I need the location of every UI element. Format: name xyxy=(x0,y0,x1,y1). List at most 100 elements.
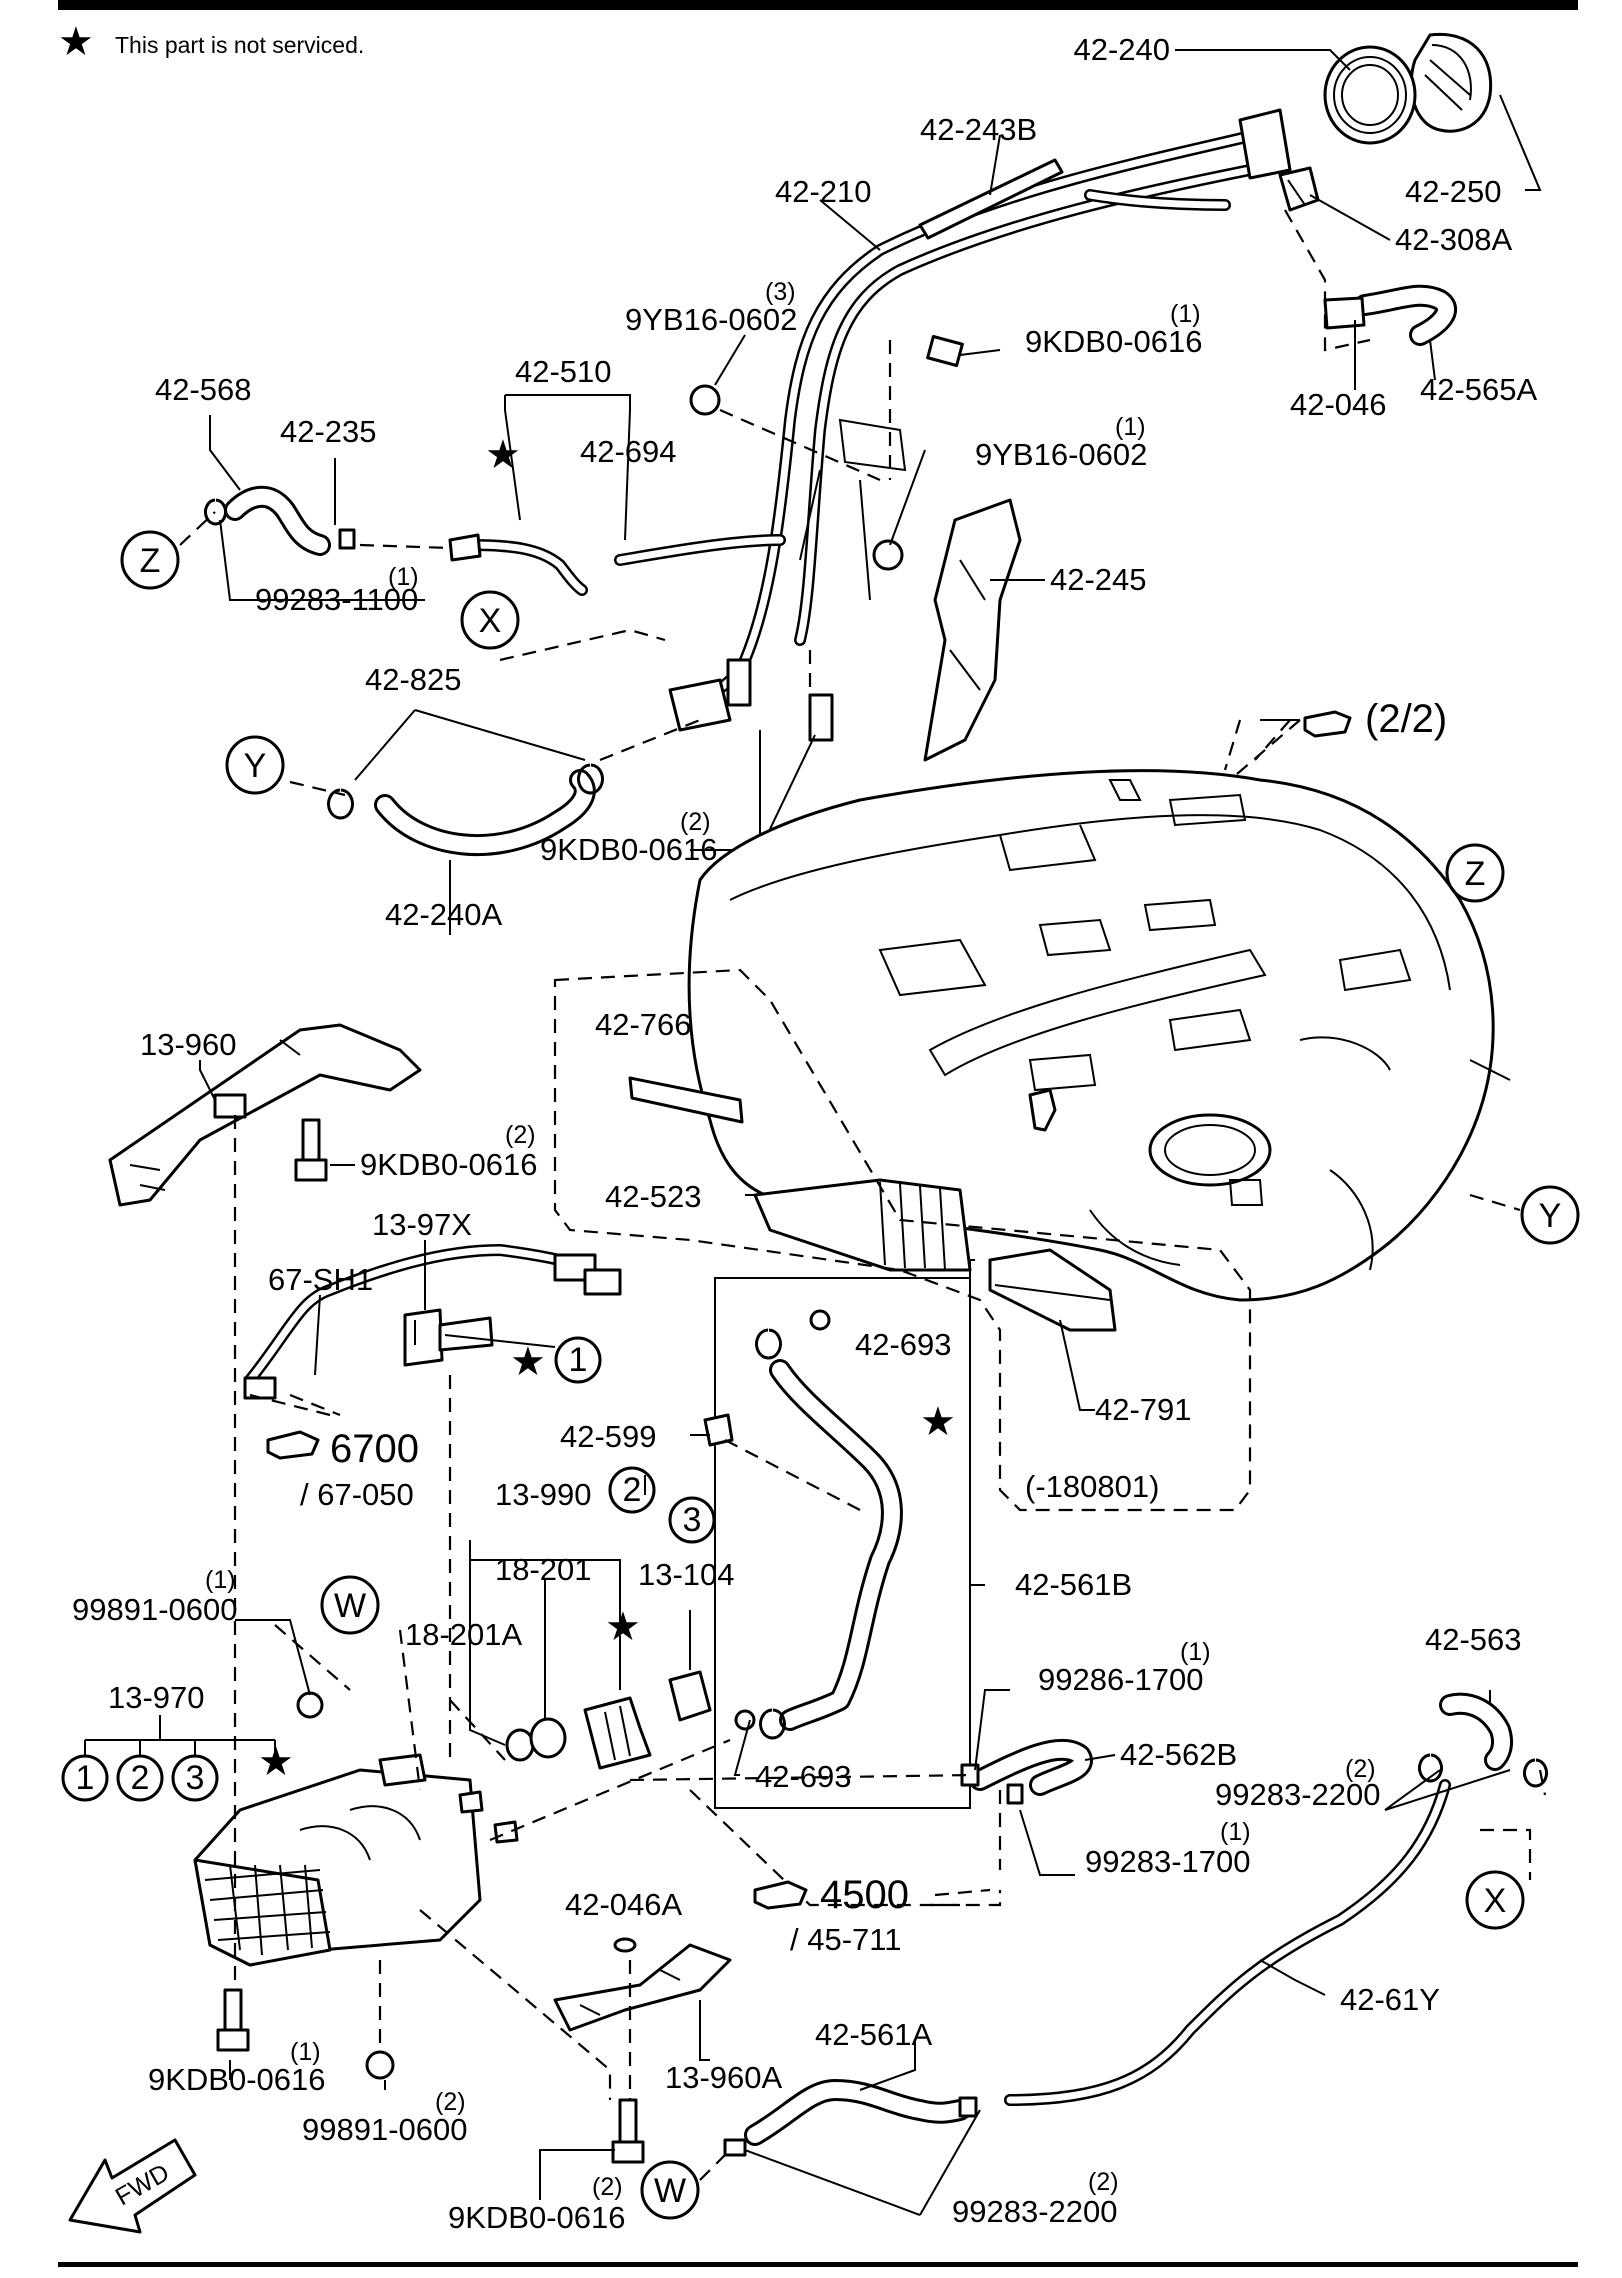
label-42-693-top: 42-693 xyxy=(855,1327,952,1362)
hose-42-561A xyxy=(723,2079,978,2157)
svg-text:Z: Z xyxy=(1465,855,1486,893)
top-border xyxy=(58,0,1578,10)
label-date-code: (-180801) xyxy=(1025,1469,1159,1504)
qty-9YB16-0602-mid: (1) xyxy=(1115,413,1146,441)
bracket-bolt xyxy=(294,1118,328,1182)
label-9KDB0-0616-mid: 9KDB0-0616 xyxy=(540,832,718,867)
star-42-510: ★ xyxy=(485,433,521,477)
tank-variant-boundary xyxy=(553,968,1252,1512)
label-42-693-bot: 42-693 xyxy=(755,1759,852,1794)
fuel-hose-42-240A xyxy=(327,763,604,856)
not-serviced-star: ★ xyxy=(58,20,94,64)
label-42-563: 42-563 xyxy=(1425,1622,1522,1657)
label-42-568: 42-568 xyxy=(155,372,252,407)
qty-99283-1100: (1) xyxy=(388,563,419,591)
label-ref-6700: 6700 xyxy=(330,1427,419,1471)
insulator-42-766 xyxy=(628,1076,744,1124)
label-ref-4500: 4500 xyxy=(820,1873,909,1917)
qty-9KDB0-0616-brk: (2) xyxy=(505,1121,536,1149)
bracket-13-960A xyxy=(553,1937,732,2032)
bracket-13-960 xyxy=(108,1023,422,1207)
qty-99891-0600-bot: (2) xyxy=(435,2088,466,2116)
callout-3-canister: 3 xyxy=(171,1754,219,1802)
qty-9KDB0-0616-top: (1) xyxy=(1170,300,1201,328)
label-42-565A: 42-565A xyxy=(1420,372,1538,407)
label-9KDB0-0616-brk: 9KDB0-0616 xyxy=(360,1147,538,1182)
guides-lower xyxy=(233,1115,1547,2100)
star-42-561B: ★ xyxy=(920,1400,956,1444)
qty-9KDB0-0616-bl: (1) xyxy=(290,2038,321,2066)
label-42-766: 42-766 xyxy=(595,1007,692,1042)
callouts: Z X Y Z Y 1 2 3 W 1 2 3 X W xyxy=(61,530,1580,2220)
label-42-562B: 42-562B xyxy=(1120,1737,1237,1772)
hose-42-568 xyxy=(204,485,356,556)
label-ref-45-711: / 45-711 xyxy=(790,1922,901,1957)
label-42-240A: 42-240A xyxy=(385,897,503,932)
connector-42-599 xyxy=(703,1413,734,1447)
qty-99283-2200-r: (2) xyxy=(1345,1755,1376,1783)
svg-text:2: 2 xyxy=(623,1471,642,1509)
label-42-210: 42-210 xyxy=(775,174,872,209)
label-42-235: 42-235 xyxy=(280,414,377,449)
label-42-694: 42-694 xyxy=(580,434,677,469)
label-99891-0600-bot: 99891-0600 xyxy=(302,2112,468,2147)
callout-Z-left: Z xyxy=(120,530,180,590)
svg-text:Y: Y xyxy=(1539,1197,1562,1235)
label-ref-67-050: / 67-050 xyxy=(300,1477,414,1512)
forward-arrow-icon: FWD xyxy=(68,2138,197,2234)
label-42-825: 42-825 xyxy=(365,662,462,697)
pointer-icon-4500 xyxy=(753,1880,991,1910)
qty-9YB16-0602-top: (3) xyxy=(765,278,796,306)
label-42-561B: 42-561B xyxy=(1015,1567,1132,1602)
pointer-icon-2-2 xyxy=(1223,710,1352,771)
star-markers: ★ ★ ★ ★ ★ xyxy=(258,433,956,1784)
callout-1-canister: 1 xyxy=(61,1754,109,1802)
label-13-104: 13-104 xyxy=(638,1557,735,1592)
label-9YB16-0602-mid: 9YB16-0602 xyxy=(975,437,1147,472)
label-42-599: 42-599 xyxy=(560,1419,657,1454)
star-13-990: ★ xyxy=(605,1605,641,1649)
callout-Z-right: Z xyxy=(1445,843,1505,903)
callout-X-lower: X xyxy=(1465,1870,1525,1930)
qty-99283-1700: (1) xyxy=(1220,1818,1251,1846)
pipe-42-61Y xyxy=(1004,1779,1451,2106)
qty-9KDB0-0616-mid: (2) xyxy=(680,808,711,836)
label-99283-1700: 99283-1700 xyxy=(1085,1844,1251,1879)
svg-text:X: X xyxy=(1484,1882,1507,1920)
label-67-SH1: 67-SH1 xyxy=(268,1262,373,1297)
purge-hose-42-561B xyxy=(734,1309,903,1740)
callout-2-canister: 2 xyxy=(116,1754,164,1802)
label-9KDB0-0616-bl: 9KDB0-0616 xyxy=(148,2062,326,2097)
label-18-201: 18-201 xyxy=(495,1552,592,1587)
canister-13-970 xyxy=(193,1691,519,1967)
callout-2-valve: 2 xyxy=(608,1466,656,1514)
label-ref-2-2: (2/2) xyxy=(1365,697,1447,741)
callout-W-lower: W xyxy=(640,2154,726,2220)
pointer-icon-6700 xyxy=(266,1393,341,1460)
label-42-046A: 42-046A xyxy=(565,1887,683,1922)
label-99891-0600-top: 99891-0600 xyxy=(72,1592,238,1627)
breather-hose-42-565A xyxy=(1323,284,1457,346)
label-42-240: 42-240 xyxy=(1073,32,1170,67)
qty-99283-2200-b: (2) xyxy=(1088,2168,1119,2196)
svg-text:3: 3 xyxy=(186,1759,205,1797)
callout-Y-right: Y xyxy=(1469,1185,1580,1245)
qty-99286-1700: (1) xyxy=(1180,1638,1211,1666)
label-13-990: 13-990 xyxy=(495,1477,592,1512)
leaders-lower xyxy=(84,1060,1511,2216)
label-9YB16-0602-top: 9YB16-0602 xyxy=(625,302,797,337)
svg-text:X: X xyxy=(479,602,502,640)
label-42-245: 42-245 xyxy=(1050,562,1147,597)
qty-9KDB0-0616-bot: (2) xyxy=(592,2173,623,2201)
label-42-791: 42-791 xyxy=(1095,1392,1192,1427)
not-serviced-note: This part is not serviced. xyxy=(115,32,364,58)
star-13-97X: ★ xyxy=(510,1340,546,1384)
label-13-970: 13-970 xyxy=(108,1680,205,1715)
tank-bolt xyxy=(1028,1088,1057,1132)
callout-Y-left: Y xyxy=(225,735,285,795)
fuel-tank xyxy=(687,769,1511,1302)
label-99286-1700: 99286-1700 xyxy=(1038,1662,1204,1697)
label-99283-2200-r: 99283-2200 xyxy=(1215,1777,1381,1812)
wire-harness-67-SH1 xyxy=(243,1244,622,1400)
guides-upper xyxy=(179,209,1371,797)
